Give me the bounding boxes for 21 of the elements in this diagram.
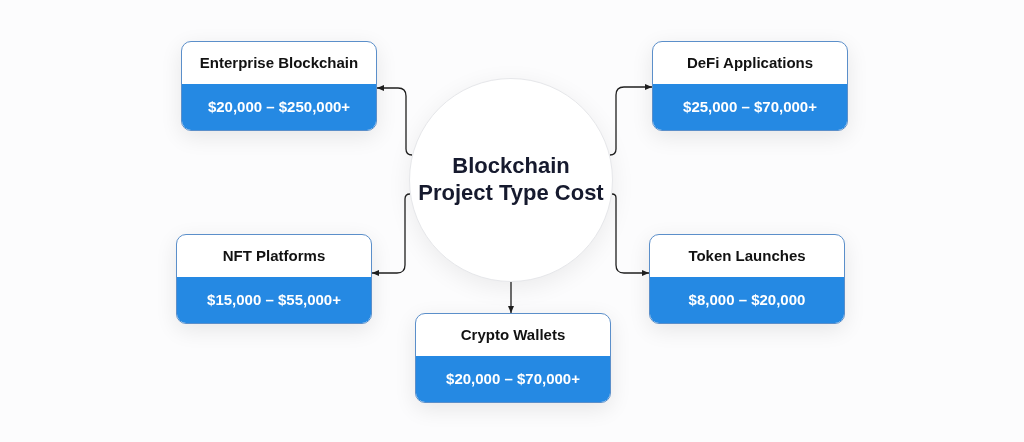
connector-arrow — [609, 84, 653, 156]
price-range: $25,000 – $70,000+ — [653, 84, 847, 130]
price-range: $15,000 – $55,000+ — [177, 277, 371, 323]
price-range: $8,000 – $20,000 — [650, 277, 844, 323]
cost-card — [176, 234, 372, 324]
cost-card — [415, 313, 611, 403]
card-title: Crypto Wallets — [460, 324, 566, 345]
card-title: Enterprise Blockchain — [199, 52, 359, 73]
cost-card — [181, 41, 377, 131]
connector-arrow — [376, 85, 413, 156]
cost-card — [649, 234, 845, 324]
cost-card — [652, 41, 848, 131]
connector-arrow — [611, 193, 650, 276]
card-title: DeFi Applications — [686, 52, 814, 73]
connector-arrow — [371, 193, 411, 276]
card-title: NFT Platforms — [222, 245, 326, 266]
price-range: $20,000 – $250,000+ — [182, 84, 376, 130]
price-range: $20,000 – $70,000+ — [416, 356, 610, 402]
hub-title: Blockchain Project Type Cost — [417, 153, 605, 207]
card-title: Token Launches — [688, 245, 806, 266]
connector-arrow — [508, 281, 514, 314]
